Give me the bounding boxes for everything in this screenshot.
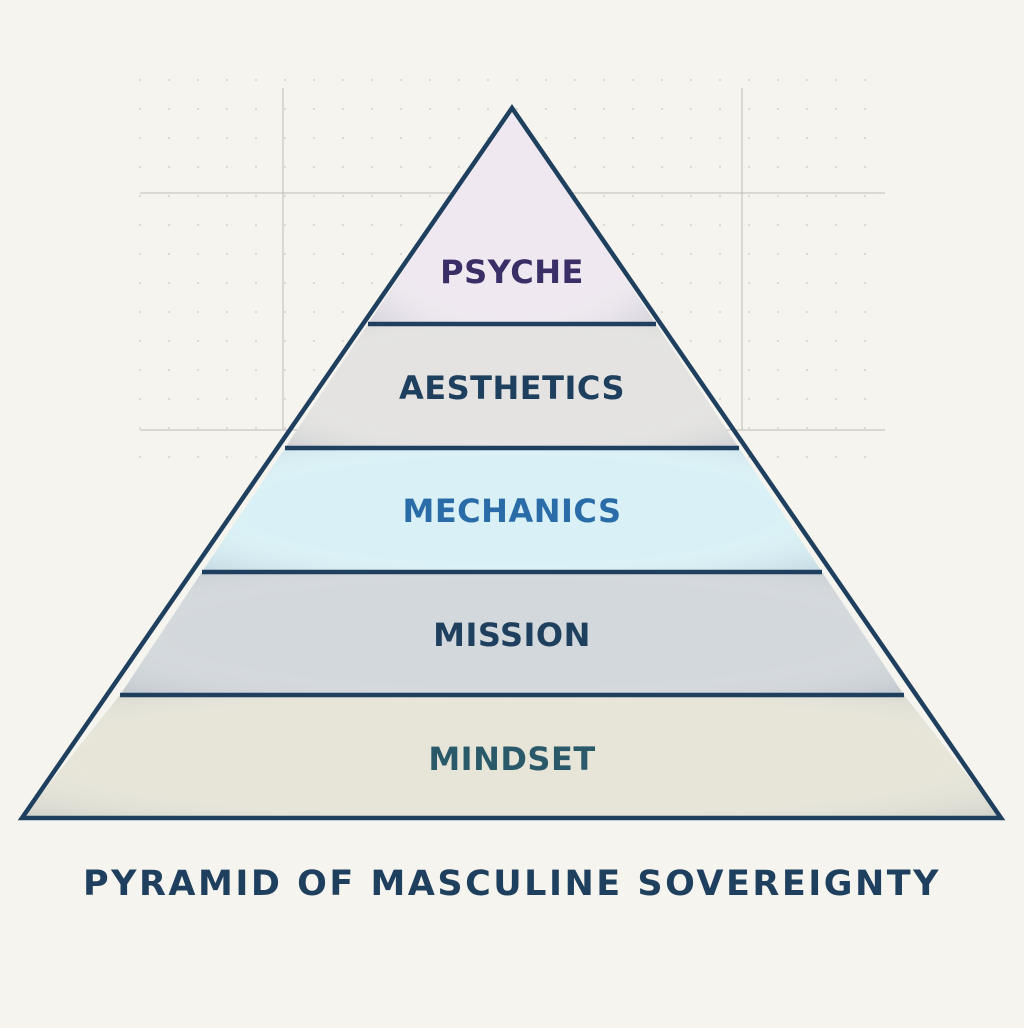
layer-label-aesthetics: AESTHETICS <box>399 369 625 407</box>
pyramid-outline <box>17 104 1006 821</box>
layer-label-mechanics: MECHANICS <box>402 492 621 530</box>
layer-label-mindset: MINDSET <box>428 740 595 778</box>
diagram-title: PYRAMID OF MASCULINE SOVEREIGNTY <box>82 864 942 904</box>
layer-label-psyche: PSYCHE <box>440 253 584 291</box>
layer-shading <box>22 108 1001 818</box>
layer-label-mission: MISSION <box>433 616 591 654</box>
